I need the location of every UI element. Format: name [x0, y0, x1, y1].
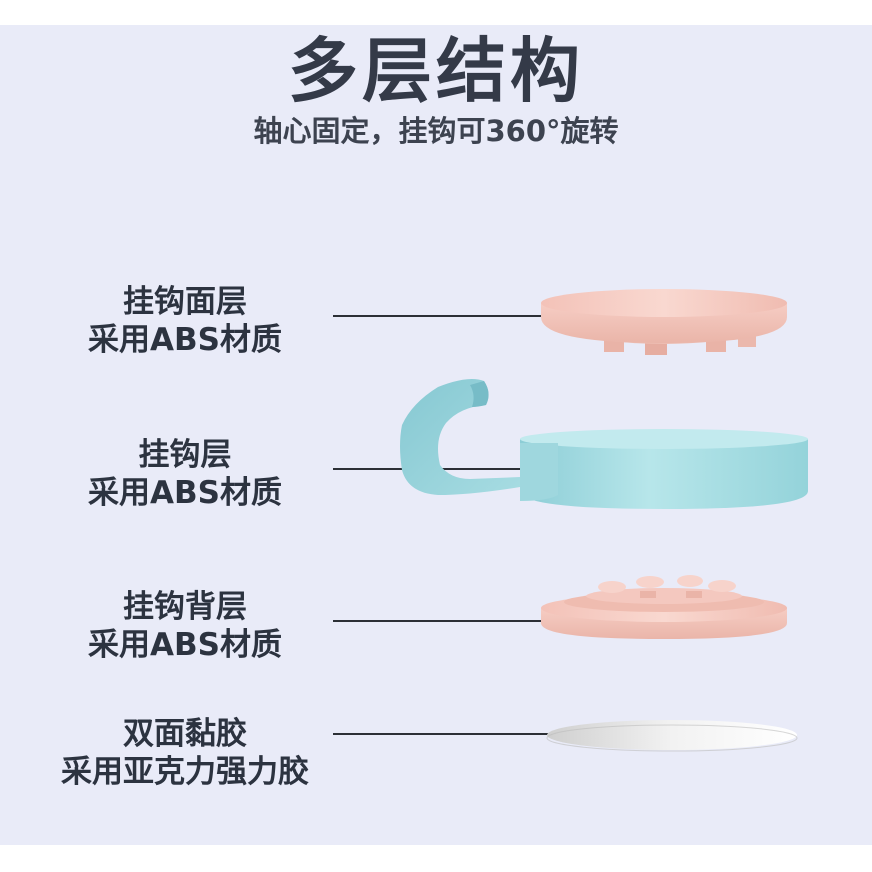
- leader-line-face: [333, 315, 551, 317]
- product-infographic: 多层结构 轴心固定，挂钩可360°旋转 挂钩面层 采用ABS材质 挂钩层 采用A…: [0, 25, 872, 845]
- layer-label-back: 挂钩背层 采用ABS材质: [15, 588, 355, 664]
- leader-line-adhesive: [333, 733, 551, 735]
- hook-layer-part: [400, 379, 808, 509]
- face-layer-part: [541, 289, 787, 355]
- layer-material: 采用ABS材质: [88, 322, 282, 358]
- page-title: 多层结构: [288, 30, 584, 112]
- layer-material: 采用亚克力强力胶: [61, 754, 309, 790]
- layer-label-adhesive: 双面黏胶 采用亚克力强力胶: [15, 715, 355, 791]
- page-subtitle: 轴心固定，挂钩可360°旋转: [253, 114, 619, 148]
- back-layer-part: [541, 575, 787, 639]
- leader-line-back: [333, 620, 551, 622]
- adhesive-layer-part: [546, 720, 798, 752]
- layer-name: 挂钩层: [138, 437, 232, 473]
- layer-name: 挂钩背层: [123, 589, 247, 625]
- layer-label-hook: 挂钩层 采用ABS材质: [15, 436, 355, 512]
- layer-material: 采用ABS材质: [88, 627, 282, 663]
- layer-name: 挂钩面层: [123, 284, 247, 320]
- layer-label-face: 挂钩面层 采用ABS材质: [15, 283, 355, 359]
- layer-name: 双面黏胶: [123, 716, 247, 752]
- layer-illustrations: [400, 289, 808, 752]
- layer-material: 采用ABS材质: [88, 475, 282, 511]
